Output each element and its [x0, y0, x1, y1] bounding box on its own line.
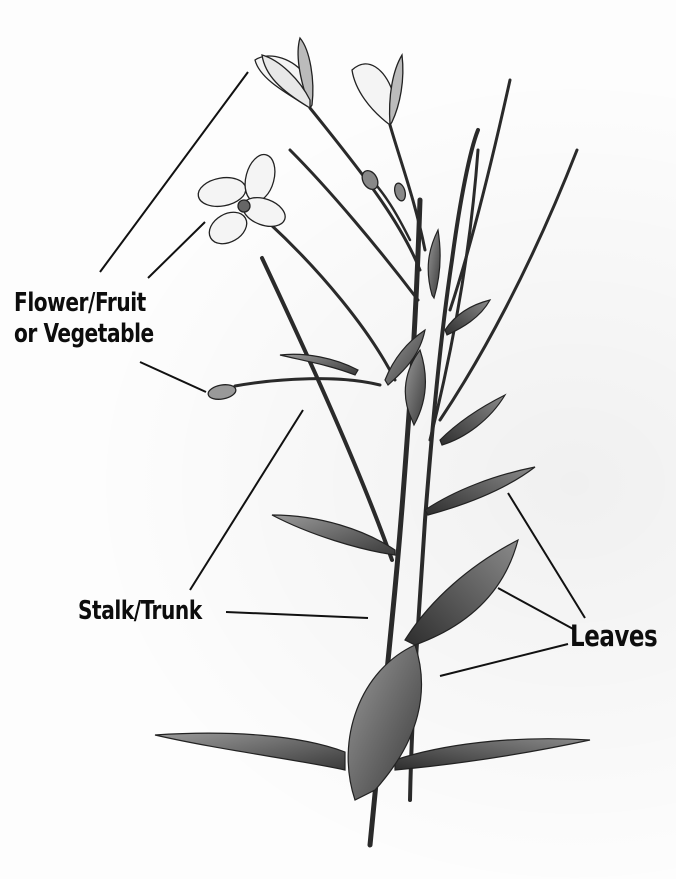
leader-leaves-2 — [498, 588, 575, 630]
leader-leaves-3 — [440, 644, 568, 676]
label-flower-line2: or Vegetable — [14, 319, 154, 350]
label-flower-fruit: Flower/Fruit or Vegetable — [14, 288, 154, 350]
flower-top-right — [352, 55, 403, 125]
label-stalk-trunk: Stalk/Trunk — [78, 596, 202, 626]
leaves — [155, 230, 590, 800]
branch-bud — [235, 379, 380, 386]
leader-stalk — [226, 612, 368, 618]
leader-lines — [100, 72, 585, 676]
bud-lower — [207, 383, 237, 402]
long-pod-5 — [290, 150, 418, 300]
label-flower-line1: Flower/Fruit — [14, 288, 154, 319]
flower-open — [196, 151, 289, 250]
buds-small — [359, 168, 407, 202]
leaf-small-4 — [280, 354, 358, 375]
leaf-lower-left — [155, 733, 345, 770]
leaf-lower-right — [395, 739, 590, 770]
label-leaves: Leaves — [570, 620, 657, 652]
leaf-upper-right — [425, 467, 535, 515]
flower-top-left — [255, 38, 313, 108]
leader-stalk-upper — [190, 410, 303, 590]
leader-flower-open — [148, 222, 205, 278]
long-pod-4 — [450, 80, 510, 310]
leaf-small-6 — [428, 230, 440, 298]
leader-bud — [140, 362, 206, 392]
